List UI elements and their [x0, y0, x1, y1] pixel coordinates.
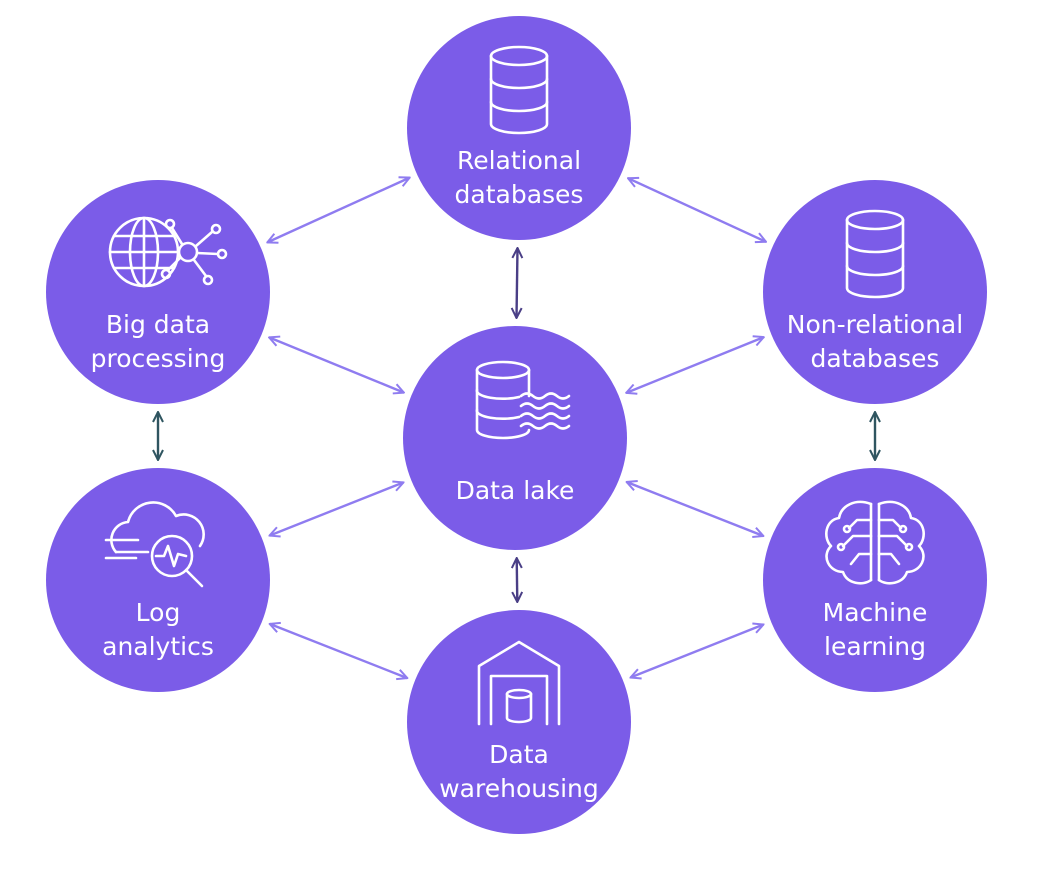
node-circle	[46, 468, 270, 692]
connectors	[158, 178, 875, 678]
node-label: databases	[811, 344, 940, 373]
node-circle	[763, 468, 987, 692]
node-label: Non-relational	[787, 310, 963, 339]
node-label: Relational	[457, 146, 581, 175]
node-label: Data	[489, 740, 549, 769]
connector-log-analytics-to-data-lake	[270, 482, 404, 535]
node-data-lake: Data lake	[403, 326, 627, 550]
node-big-data-processing: Big data processing	[46, 180, 270, 404]
node-circle	[763, 180, 987, 404]
node-label: processing	[91, 344, 226, 373]
node-relational-databases: Relational databases	[407, 16, 631, 240]
node-label: Data lake	[456, 476, 575, 505]
connector-machine-learning-to-data-warehousing	[631, 625, 764, 678]
connector-relational-databases-to-non-relational-databases	[628, 178, 766, 242]
node-non-relational-databases: Non-relational databases	[763, 180, 987, 404]
node-log-analytics: Log analytics	[46, 468, 270, 692]
database-icon	[489, 45, 549, 135]
node-label: analytics	[102, 632, 214, 661]
warehouse-icon	[477, 640, 561, 726]
node-circle	[46, 180, 270, 404]
connector-data-lake-to-data-warehousing	[517, 558, 518, 602]
node-label: Big data	[106, 310, 210, 339]
node-label: Machine	[823, 598, 928, 627]
node-machine-learning: Machine learning	[763, 468, 987, 692]
node-label: warehousing	[439, 774, 599, 803]
node-data-warehousing: Data warehousing	[407, 610, 631, 834]
connector-non-relational-databases-to-data-lake	[626, 337, 764, 393]
connector-machine-learning-to-data-lake	[627, 482, 764, 536]
cloud-search-icon	[104, 501, 205, 588]
globe-network-icon	[108, 216, 228, 288]
connector-relational-databases-to-data-lake	[517, 248, 518, 318]
nodes: Relational databases Big data processing N…	[46, 16, 987, 834]
connector-big-data-processing-to-data-lake	[269, 337, 404, 392]
connector-log-analytics-to-data-warehousing	[270, 624, 408, 678]
node-circle	[407, 16, 631, 240]
node-label: Log	[136, 598, 181, 627]
data-lake-icon	[475, 360, 571, 440]
node-label: learning	[824, 632, 926, 661]
node-label: databases	[455, 180, 584, 209]
connector-relational-databases-to-big-data-processing	[267, 178, 409, 243]
brain-icon	[825, 500, 925, 585]
database-icon	[845, 209, 905, 299]
